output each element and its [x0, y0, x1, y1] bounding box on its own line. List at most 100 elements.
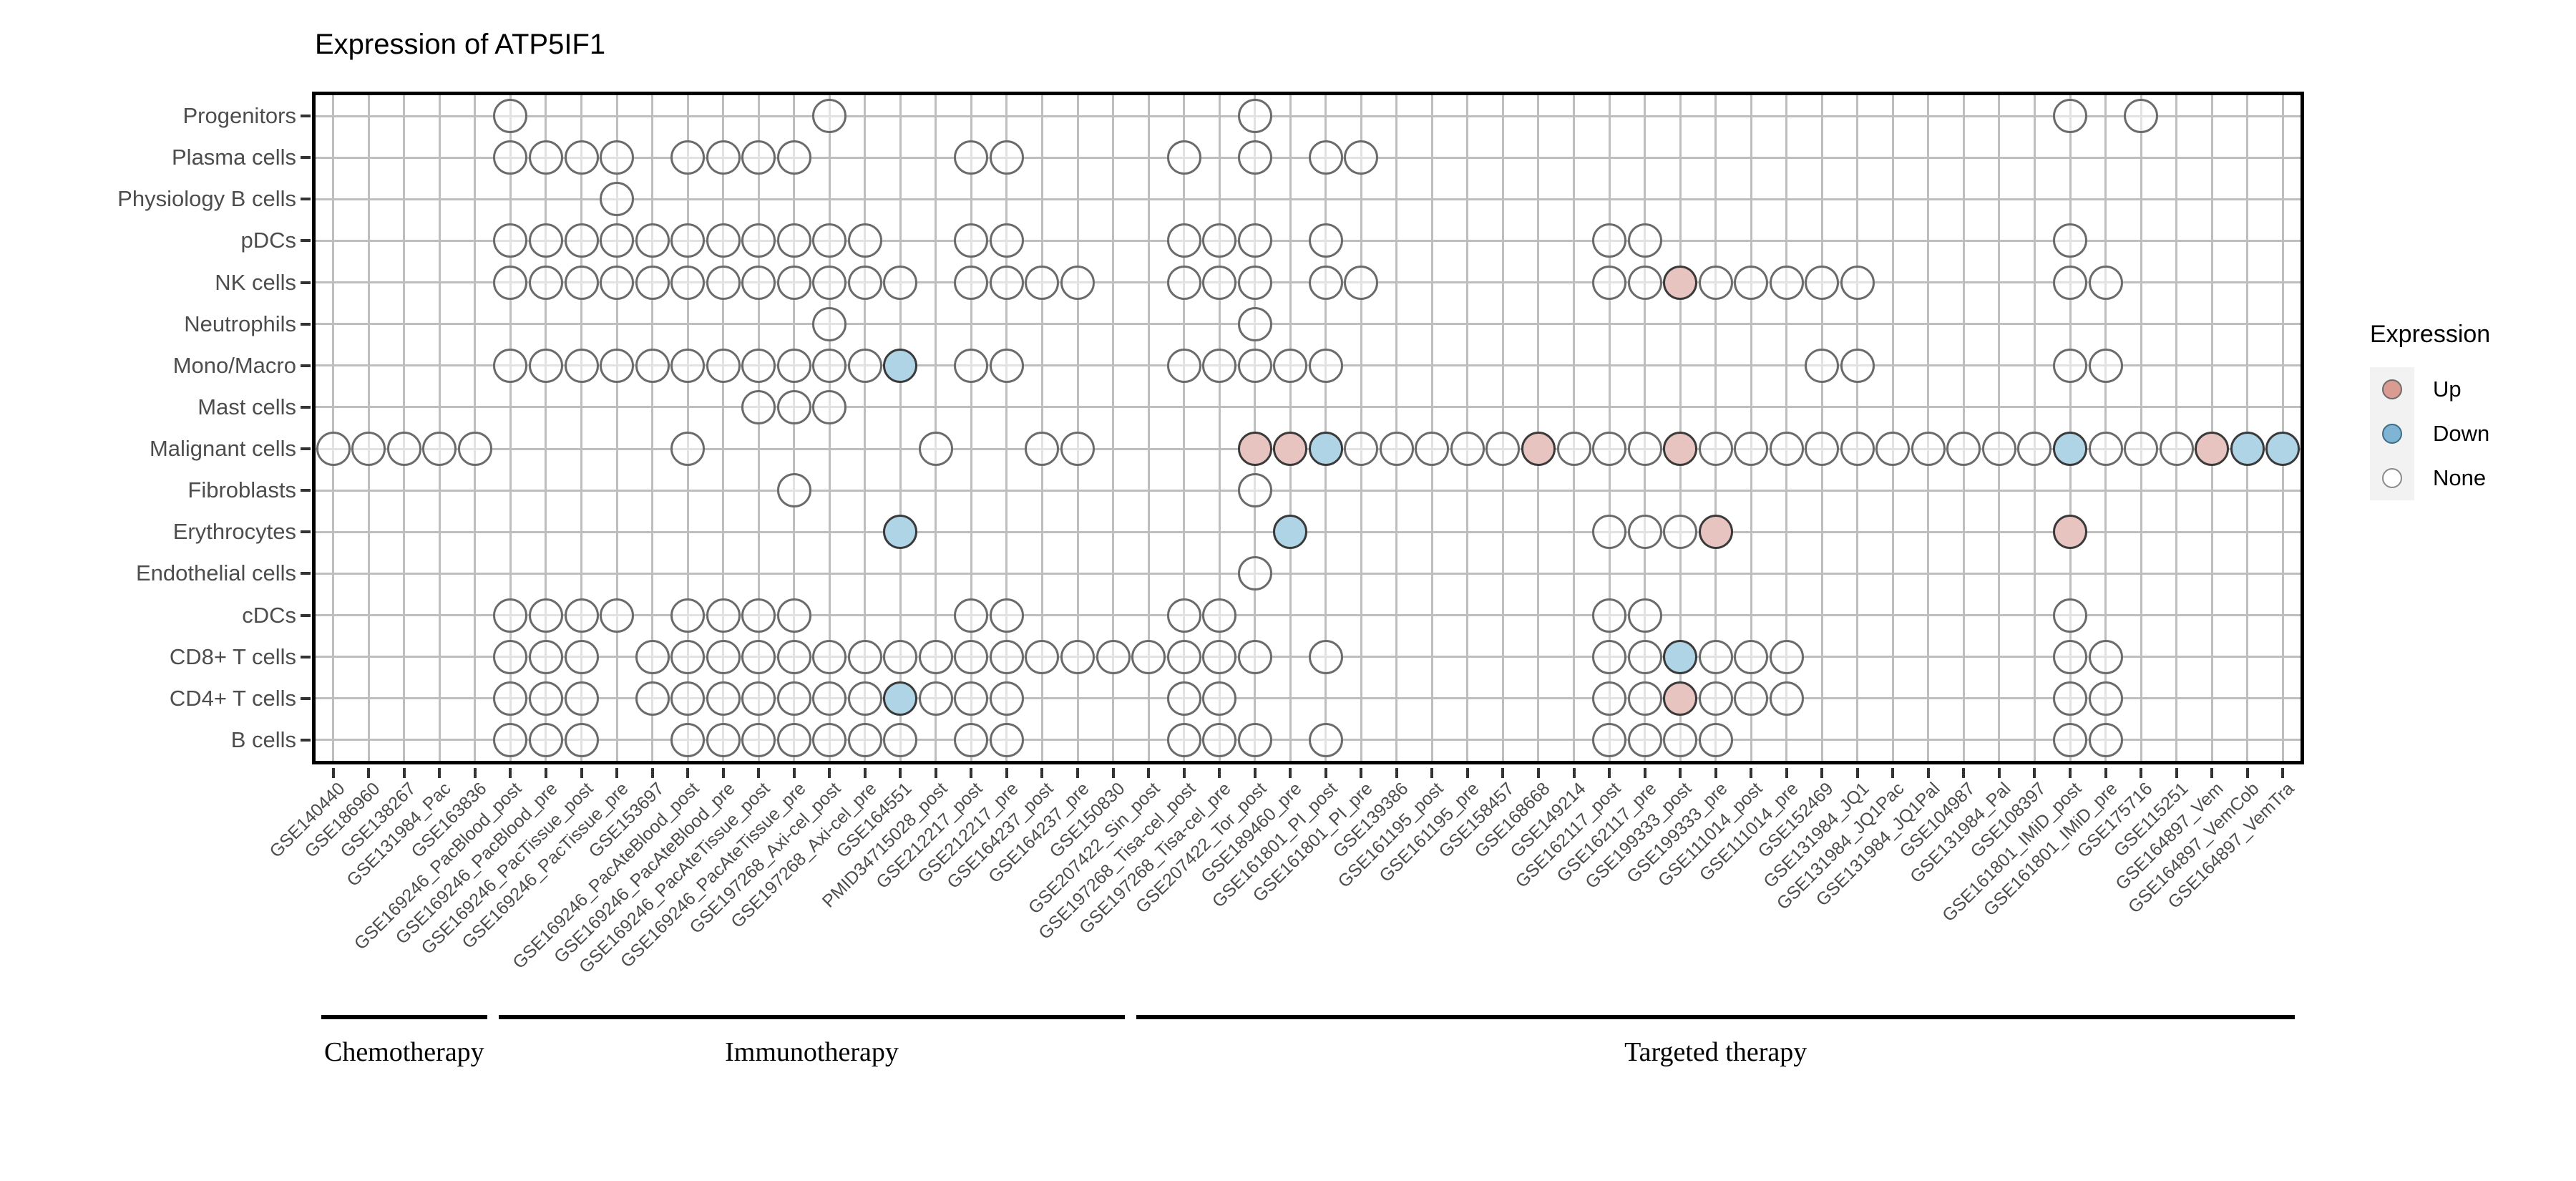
- data-point: [564, 639, 599, 674]
- grid-line-vertical: [722, 95, 725, 761]
- group-label: Immunotherapy: [725, 1037, 899, 1067]
- data-point: [883, 681, 918, 716]
- x-axis-tick: [1608, 768, 1611, 778]
- grid-line-vertical: [1714, 95, 1717, 761]
- data-point: [564, 598, 599, 633]
- data-point: [776, 223, 811, 258]
- data-point: [1698, 265, 1733, 300]
- x-axis-label: GSE111014_pre: [1695, 778, 1802, 885]
- y-axis-tick: [301, 239, 311, 243]
- plot-panel: [312, 92, 2304, 764]
- x-axis-tick: [1253, 768, 1257, 778]
- y-axis-tick: [301, 156, 311, 160]
- legend-label: Up: [2433, 376, 2462, 402]
- data-point: [1237, 473, 1272, 508]
- x-axis-tick: [1465, 768, 1469, 778]
- x-axis-tick: [1147, 768, 1151, 778]
- x-axis-label: GSE168668: [1470, 778, 1554, 862]
- data-point: [670, 722, 706, 757]
- x-axis-tick: [828, 768, 831, 778]
- x-axis-tick: [650, 768, 654, 778]
- grid-line-vertical: [332, 95, 335, 761]
- data-point: [1237, 639, 1272, 674]
- grid-line-vertical: [1112, 95, 1115, 761]
- x-axis-tick: [2210, 768, 2214, 778]
- x-axis-tick: [580, 768, 583, 778]
- data-point: [1308, 265, 1343, 300]
- x-axis-label: GSE161801_IMiD_post: [1938, 778, 2086, 926]
- grid-line-vertical: [1430, 95, 1433, 761]
- x-axis-label: GSE153697: [585, 778, 668, 862]
- data-point: [493, 223, 528, 258]
- grid-line-horizontal: [316, 364, 2301, 367]
- data-point: [1166, 265, 1201, 300]
- x-axis-label: GSE138267: [336, 778, 420, 862]
- data-point: [847, 265, 882, 300]
- grid-line-vertical: [686, 95, 689, 761]
- x-axis-tick: [757, 768, 761, 778]
- x-axis-tick: [1218, 768, 1221, 778]
- data-point: [493, 140, 528, 175]
- legend-item[interactable]: Down: [2370, 412, 2563, 456]
- x-axis-tick: [402, 768, 406, 778]
- grid-line-horizontal: [316, 697, 2301, 700]
- data-point: [564, 681, 599, 716]
- data-point: [635, 681, 670, 716]
- data-point: [1698, 722, 1733, 757]
- grid-line-vertical: [1466, 95, 1469, 761]
- data-point: [741, 639, 776, 674]
- x-axis-label: GSE164551: [832, 778, 916, 862]
- y-axis-label: pDCs: [240, 228, 296, 253]
- x-axis-tick: [473, 768, 477, 778]
- data-point: [1166, 681, 1201, 716]
- y-axis-label: Fibroblasts: [187, 477, 296, 503]
- data-point: [2053, 681, 2088, 716]
- x-axis-tick: [863, 768, 867, 778]
- x-axis-tick: [1679, 768, 1682, 778]
- data-point: [635, 639, 670, 674]
- legend-item[interactable]: Up: [2370, 367, 2563, 412]
- data-point: [528, 265, 563, 300]
- data-point: [989, 722, 1024, 757]
- data-point: [1627, 265, 1662, 300]
- data-point: [776, 140, 811, 175]
- data-point: [741, 348, 776, 383]
- x-axis-tick: [1855, 768, 1859, 778]
- x-axis-label: GSE131984_JQ1Pac: [1773, 778, 1908, 914]
- y-axis-label: CD8+ T cells: [169, 643, 296, 669]
- data-point: [670, 348, 706, 383]
- data-point: [1202, 722, 1237, 757]
- data-point: [1627, 639, 1662, 674]
- data-point: [564, 223, 599, 258]
- legend-key: [2370, 367, 2414, 412]
- data-point: [1166, 598, 1201, 633]
- data-point: [1237, 99, 1272, 134]
- data-point: [954, 140, 989, 175]
- data-point: [2053, 722, 2088, 757]
- data-point: [1734, 681, 1769, 716]
- data-point: [812, 639, 847, 674]
- x-axis-label: GSE197268_Tisa-cel_post: [1034, 778, 1200, 944]
- data-point: [1379, 432, 1414, 467]
- data-point: [706, 681, 741, 716]
- grid-line-vertical: [1501, 95, 1504, 761]
- x-axis-tick: [544, 768, 547, 778]
- data-point: [1911, 432, 1946, 467]
- data-point: [1202, 223, 1237, 258]
- x-axis-label: GSE149214: [1506, 778, 1590, 862]
- data-point: [1344, 140, 1379, 175]
- data-point: [493, 722, 528, 757]
- grid-line-vertical: [1147, 95, 1150, 761]
- data-point: [706, 348, 741, 383]
- grid-line-vertical: [1820, 95, 1823, 761]
- data-point: [1627, 681, 1662, 716]
- y-axis-label: CD4+ T cells: [169, 685, 296, 711]
- data-point: [847, 681, 882, 716]
- data-point: [2053, 265, 2088, 300]
- x-axis-label: GSE169246_PacAteBlood_post: [509, 778, 703, 973]
- data-point: [954, 722, 989, 757]
- legend-item[interactable]: None: [2370, 456, 2563, 500]
- grid-line-vertical: [1927, 95, 1930, 761]
- y-axis-label: Neutrophils: [184, 311, 296, 336]
